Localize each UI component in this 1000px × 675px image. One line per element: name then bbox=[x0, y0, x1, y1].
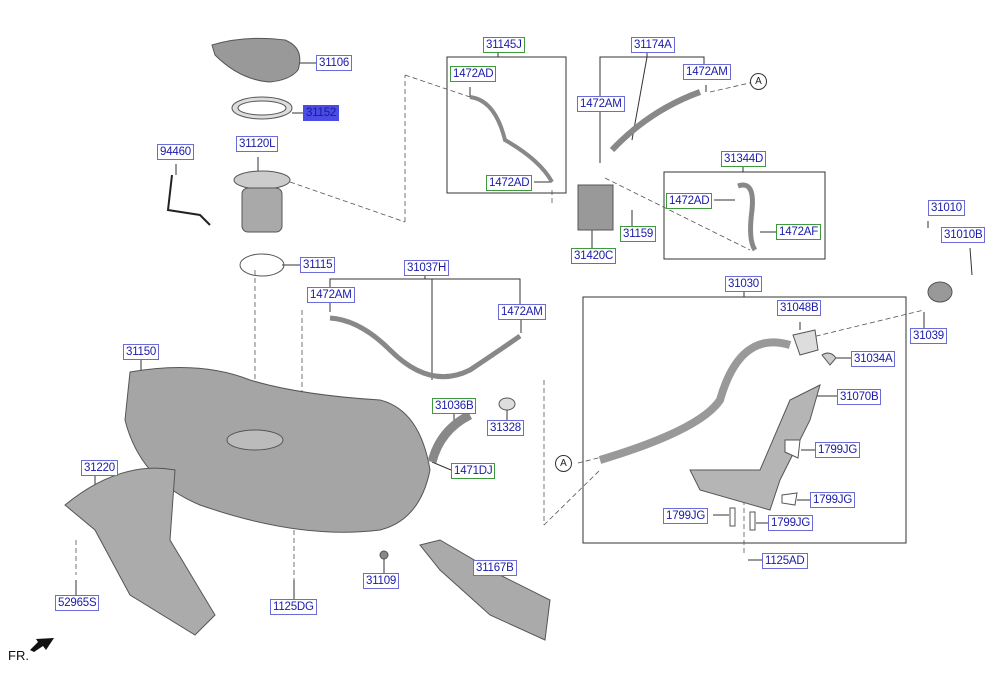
part-31328-clamp bbox=[498, 397, 516, 411]
label-31030[interactable]: 31030 bbox=[725, 276, 762, 292]
label-31034a[interactable]: 31034A bbox=[851, 351, 896, 367]
label-31115[interactable]: 31115 bbox=[300, 257, 336, 273]
part-31109-nut bbox=[379, 550, 389, 560]
label-1472am[interactable]: 1472AM bbox=[307, 287, 355, 303]
label-31106[interactable]: 31106 bbox=[316, 55, 353, 71]
part-31220-heat-shield bbox=[64, 467, 216, 636]
part-31036b-hose bbox=[427, 410, 473, 464]
label-31010b[interactable]: 31010B bbox=[941, 227, 986, 243]
label-31328[interactable]: 31328 bbox=[487, 420, 524, 436]
label-1472ad[interactable]: 1472AD bbox=[486, 175, 533, 191]
label-31010[interactable]: 31010 bbox=[928, 200, 965, 216]
label-31174a[interactable]: 31174A bbox=[631, 37, 675, 53]
label-31220[interactable]: 31220 bbox=[81, 460, 118, 476]
label-1472am[interactable]: 1472AM bbox=[498, 304, 546, 320]
part-31048b-gasket bbox=[792, 329, 819, 356]
label-1799jg[interactable]: 1799JG bbox=[815, 442, 861, 458]
group-box-31145j bbox=[446, 56, 567, 194]
connector-a: A bbox=[555, 455, 572, 472]
label-94460[interactable]: 94460 bbox=[157, 144, 194, 160]
label-1472ad[interactable]: 1472AD bbox=[450, 66, 497, 82]
front-direction-label: FR. bbox=[8, 648, 29, 663]
part-31145j-hose bbox=[469, 95, 554, 183]
connector-a: A bbox=[750, 73, 767, 90]
front-arrow-icon bbox=[30, 638, 54, 652]
label-31037h[interactable]: 31037H bbox=[404, 260, 450, 276]
label-31109[interactable]: 31109 bbox=[363, 573, 400, 589]
part-31120l-pump-body bbox=[241, 187, 283, 233]
part-31106-plate bbox=[211, 37, 301, 83]
group-box-31030 bbox=[582, 296, 907, 544]
part-31167b-bracket bbox=[419, 539, 551, 641]
label-31070b[interactable]: 31070B bbox=[837, 389, 882, 405]
label-31152-selected[interactable]: 31152 bbox=[303, 105, 340, 121]
label-31344d[interactable]: 31344D bbox=[721, 151, 767, 167]
label-1125ad[interactable]: 1125AD bbox=[762, 553, 808, 569]
label-1472ad[interactable]: 1472AD bbox=[666, 193, 713, 209]
label-31159[interactable]: 31159 bbox=[620, 226, 657, 242]
part-94460-sender bbox=[166, 174, 211, 226]
label-1799jg[interactable]: 1799JG bbox=[810, 492, 856, 508]
label-31420c[interactable]: 31420C bbox=[571, 248, 617, 264]
label-31048b[interactable]: 31048B bbox=[777, 300, 822, 316]
label-31150[interactable]: 31150 bbox=[123, 344, 160, 360]
label-1799jg[interactable]: 1799JG bbox=[663, 508, 709, 524]
part-31010-fuel-cap bbox=[927, 281, 953, 303]
part-31037h-hose bbox=[329, 315, 522, 380]
label-31039[interactable]: 31039 bbox=[910, 328, 947, 344]
group-bracket-31037h bbox=[329, 278, 521, 306]
label-1471dj[interactable]: 1471DJ bbox=[451, 463, 496, 479]
label-1472af[interactable]: 1472AF bbox=[776, 224, 822, 240]
label-31145j[interactable]: 31145J bbox=[483, 37, 525, 53]
part-1799jg-pad bbox=[784, 439, 801, 459]
label-31036b[interactable]: 31036B bbox=[432, 398, 477, 414]
label-31167b[interactable]: 31167B bbox=[473, 560, 517, 576]
label-1472am[interactable]: 1472AM bbox=[683, 64, 731, 80]
label-31120l[interactable]: 31120L bbox=[236, 136, 279, 152]
label-52965s[interactable]: 52965S bbox=[55, 595, 100, 611]
label-1125dg[interactable]: 1125DG bbox=[270, 599, 317, 615]
part-31120l-pump-flange bbox=[233, 170, 291, 190]
part-31030-filler-pipe bbox=[598, 338, 792, 464]
group-box-31344d bbox=[663, 171, 826, 260]
part-31070b-filler-neck bbox=[689, 384, 821, 511]
part-31115-oring bbox=[239, 253, 285, 277]
label-1799jg[interactable]: 1799JG bbox=[768, 515, 814, 531]
label-1472am[interactable]: 1472AM bbox=[577, 96, 625, 112]
part-31344d-hose bbox=[737, 182, 758, 252]
part-31420c-canister bbox=[577, 184, 614, 231]
part-31034a-clip bbox=[821, 352, 837, 366]
part-31174a-pipe bbox=[609, 89, 702, 153]
part-31150-fuel-tank bbox=[124, 367, 431, 533]
